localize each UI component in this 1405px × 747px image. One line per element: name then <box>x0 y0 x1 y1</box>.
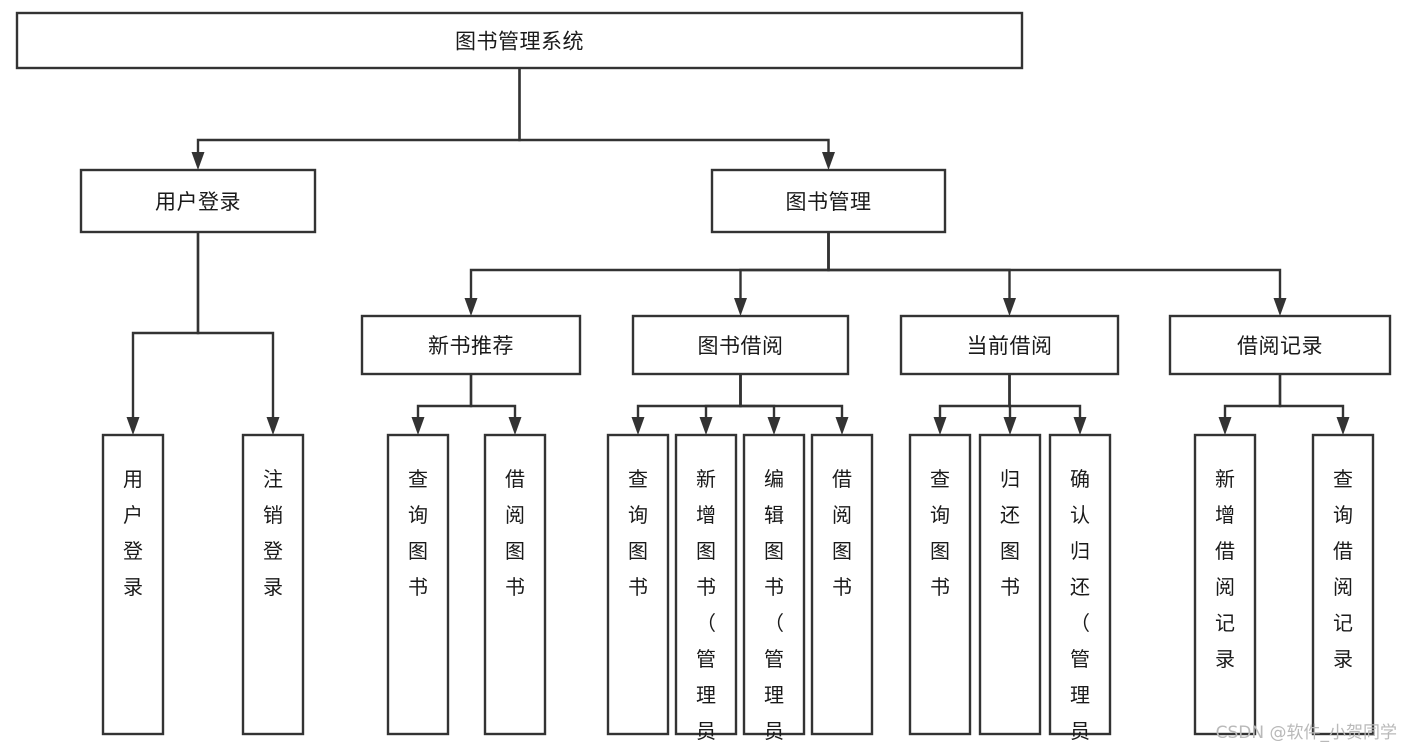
csdn-watermark: CSDN @软件_小贺同学 <box>1215 723 1397 743</box>
node-leaf-nb-borrow[interactable]: 借阅图书 <box>483 433 547 736</box>
node-box-leaf-bo-borrow[interactable] <box>810 433 874 736</box>
node-box-leaf-cu-query[interactable] <box>908 433 972 736</box>
node-box-root[interactable] <box>15 11 1024 70</box>
node-label-current: 当前借阅 <box>967 334 1053 358</box>
node-label-records: 借阅记录 <box>1237 334 1323 358</box>
node-leaf-bo-borrow[interactable]: 借阅图书 <box>810 433 874 736</box>
node-leaf-nb-query[interactable]: 查询图书 <box>386 433 450 736</box>
node-box-login[interactable] <box>79 168 317 234</box>
node-box-leaf-cu-confirm[interactable] <box>1048 433 1112 736</box>
connector-e-bm-current <box>827 232 1016 316</box>
node-box-leaf-nb-borrow[interactable] <box>483 433 547 736</box>
connector-layer <box>126 68 1350 435</box>
node-current[interactable]: 当前借阅 <box>899 314 1120 376</box>
node-leaf-user-logout[interactable]: 注销登录 <box>241 433 305 736</box>
node-label-bookmgmt: 图书管理 <box>786 190 872 214</box>
node-box-borrow[interactable] <box>631 314 850 376</box>
node-label-login: 用户登录 <box>155 190 241 214</box>
node-box-leaf-bo-edit[interactable] <box>742 433 806 736</box>
node-leaf-cu-confirm[interactable]: 确认归还（管理员） <box>1048 433 1112 747</box>
node-label-root: 图书管理系统 <box>455 30 584 54</box>
node-leaf-rec-add[interactable]: 新增借阅记录 <box>1193 433 1257 736</box>
connector-e-bm-newbook <box>464 232 830 316</box>
node-box-leaf-rec-query[interactable] <box>1311 433 1375 736</box>
node-box-leaf-cu-return[interactable] <box>978 433 1042 736</box>
connector-e-nb-2 <box>469 374 522 435</box>
node-label-leaf-cu-confirm: 确认归还（管理员） <box>1070 467 1090 747</box>
node-box-newbook[interactable] <box>360 314 582 376</box>
node-box-leaf-bo-add[interactable] <box>674 433 738 736</box>
connector-e-nb-1 <box>411 374 473 435</box>
node-box-current[interactable] <box>899 314 1120 376</box>
node-bookmgmt[interactable]: 图书管理 <box>710 168 947 234</box>
node-leaf-user-login[interactable]: 用户登录 <box>101 433 165 736</box>
connector-e-bm-records <box>827 232 1287 316</box>
connector-e-cu-1 <box>933 374 1011 435</box>
connector-e-login-2 <box>196 232 280 435</box>
node-box-leaf-user-login[interactable] <box>101 433 165 736</box>
connector-e-bo-2 <box>699 374 742 435</box>
connector-e-bo-3 <box>739 374 781 435</box>
node-label-leaf-rec-query: 查询借阅记录 <box>1333 467 1353 671</box>
node-label-leaf-rec-add: 新增借阅记录 <box>1215 467 1235 671</box>
node-leaf-cu-query[interactable]: 查询图书 <box>908 433 972 736</box>
node-leaf-bo-query[interactable]: 查询图书 <box>606 433 670 736</box>
node-label-leaf-bo-borrow: 借阅图书 <box>832 467 852 599</box>
connector-e-root-bookmgmt <box>518 68 835 170</box>
connector-e-bo-1 <box>631 374 742 435</box>
node-layer: 图书管理系统用户登录图书管理新书推荐图书借阅当前借阅借阅记录用户登录注销登录查询… <box>15 11 1392 747</box>
node-records[interactable]: 借阅记录 <box>1168 314 1392 376</box>
node-box-leaf-user-logout[interactable] <box>241 433 305 736</box>
node-label-leaf-user-login: 用户登录 <box>123 467 143 599</box>
connector-e-root-login <box>191 68 521 170</box>
node-newbook[interactable]: 新书推荐 <box>360 314 582 376</box>
connector-e-rec-1 <box>1218 374 1282 435</box>
node-label-leaf-bo-edit: 编辑图书（管理员） <box>764 467 784 747</box>
node-label-leaf-nb-borrow: 借阅图书 <box>505 467 525 599</box>
connector-e-login-1 <box>126 232 200 435</box>
node-leaf-rec-query[interactable]: 查询借阅记录 <box>1311 433 1375 736</box>
node-box-records[interactable] <box>1168 314 1392 376</box>
node-label-leaf-user-logout: 注销登录 <box>263 467 283 599</box>
node-label-leaf-bo-query: 查询图书 <box>628 467 648 599</box>
node-login[interactable]: 用户登录 <box>79 168 317 234</box>
connector-e-cu-3 <box>1008 374 1087 435</box>
node-label-leaf-bo-add: 新增图书（管理员） <box>696 467 716 747</box>
node-box-bookmgmt[interactable] <box>710 168 947 234</box>
connector-e-bm-borrow <box>734 232 830 316</box>
node-box-leaf-nb-query[interactable] <box>386 433 450 736</box>
node-label-leaf-cu-query: 查询图书 <box>930 467 950 599</box>
node-borrow[interactable]: 图书借阅 <box>631 314 850 376</box>
node-leaf-cu-return[interactable]: 归还图书 <box>978 433 1042 736</box>
node-leaf-bo-edit[interactable]: 编辑图书（管理员） <box>742 433 806 747</box>
node-label-newbook: 新书推荐 <box>428 334 514 358</box>
connector-e-bo-4 <box>739 374 849 435</box>
node-label-leaf-cu-return: 归还图书 <box>1000 467 1020 599</box>
node-box-leaf-bo-query[interactable] <box>606 433 670 736</box>
connector-e-rec-2 <box>1278 374 1350 435</box>
node-root[interactable]: 图书管理系统 <box>15 11 1024 70</box>
node-label-leaf-nb-query: 查询图书 <box>408 467 428 599</box>
node-label-borrow: 图书借阅 <box>698 334 784 358</box>
node-leaf-bo-add[interactable]: 新增图书（管理员） <box>674 433 738 747</box>
node-box-leaf-rec-add[interactable] <box>1193 433 1257 736</box>
